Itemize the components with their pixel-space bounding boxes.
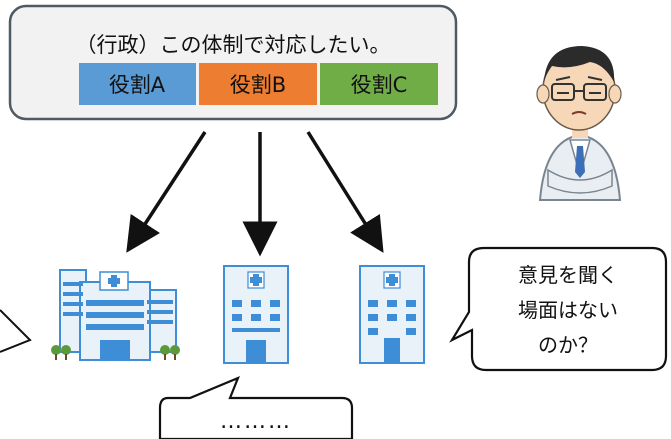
speech-bottom-text: ………	[220, 409, 292, 434]
speech-right-line-1: 意見を聞く	[518, 263, 618, 287]
speech-bubble-bottom: ………	[158, 375, 354, 439]
speech-right-line-3: のか？	[538, 333, 598, 357]
doctor-icon	[536, 46, 622, 201]
role-a-label: 役割A	[109, 73, 166, 97]
large-hospital-icon	[51, 269, 180, 361]
arrow-to-large-hospital	[126, 131, 207, 253]
role-a: 役割A	[79, 63, 196, 105]
clinic-icon	[359, 265, 425, 364]
role-b: 役割B	[199, 63, 317, 105]
arrow-to-clinic	[306, 131, 384, 253]
policy-box: （行政）この体制で対応したい。 役割A 役割B 役割C	[8, 4, 458, 121]
left-speech-bubble	[0, 309, 32, 353]
speech-right-line-2: 場面はない	[518, 298, 618, 322]
policy-title: （行政）この体制で対応したい。	[76, 33, 391, 57]
speech-bubble-right: 意見を聞く 場面はない のか？	[449, 246, 668, 372]
role-b-label: 役割B	[230, 73, 286, 97]
role-c: 役割C	[320, 63, 438, 105]
role-c-label: 役割C	[351, 73, 408, 97]
medium-hospital-icon	[223, 265, 289, 364]
